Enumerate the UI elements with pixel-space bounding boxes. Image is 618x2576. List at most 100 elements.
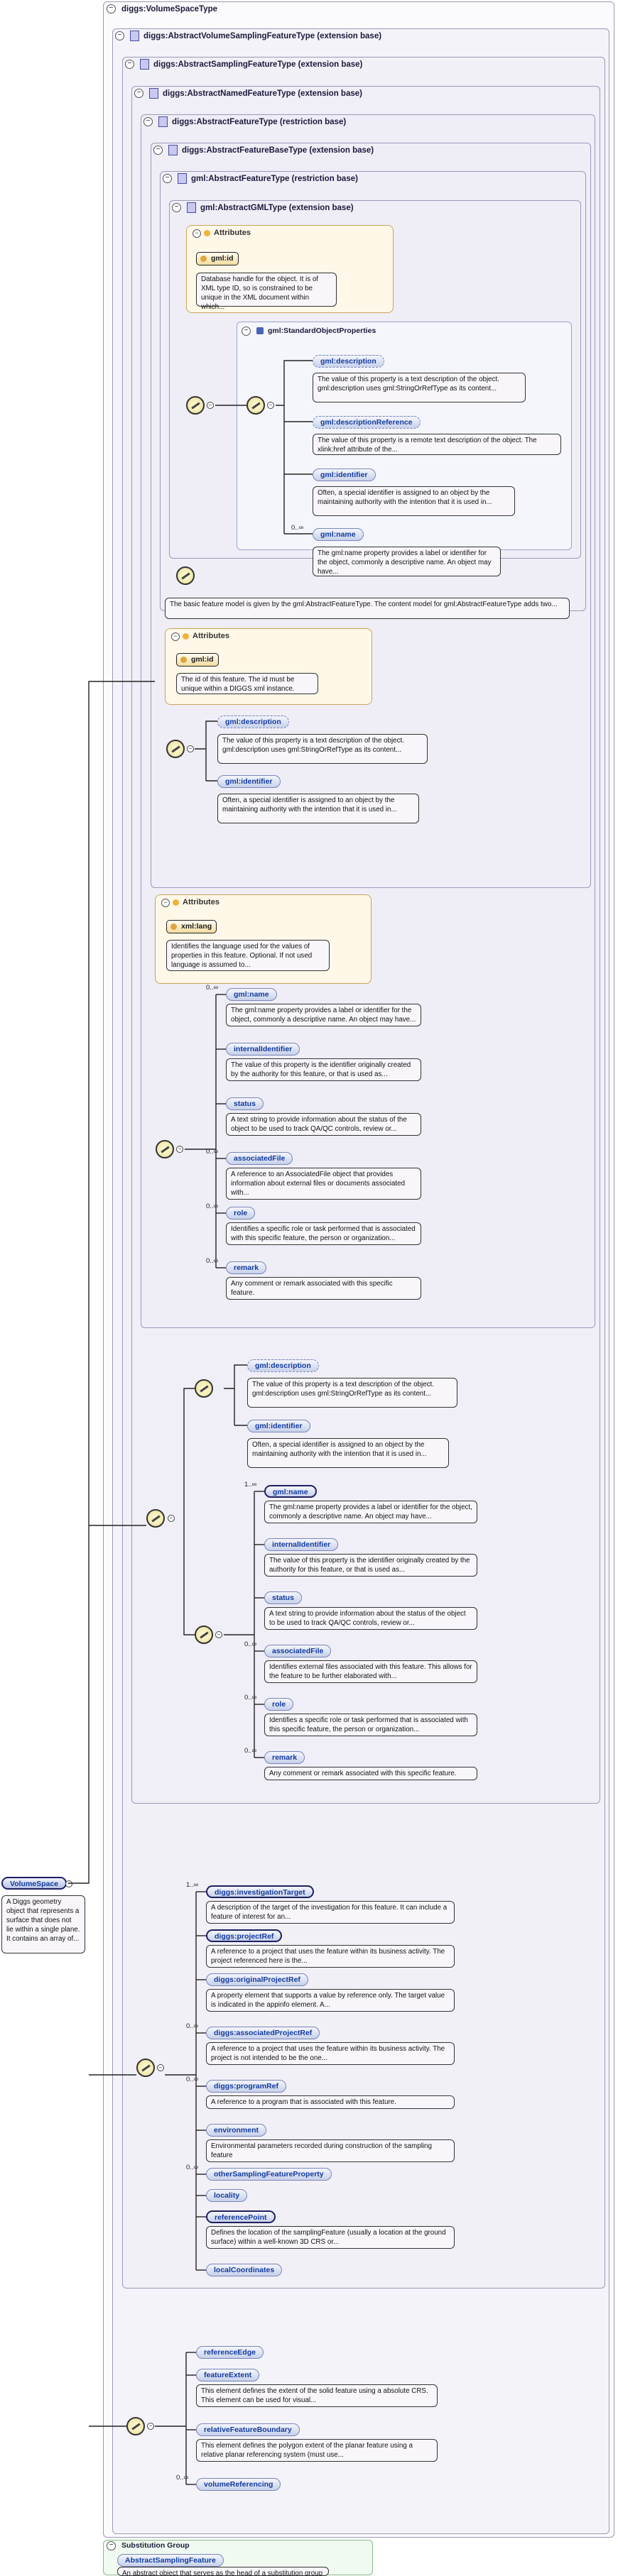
element-description: Identifies a specific role or task perfo… — [264, 1714, 477, 1736]
gml-feature-title[interactable]: −gml:AbstractFeatureType (restriction ba… — [163, 171, 358, 187]
named-gml-description[interactable]: gml:description — [247, 1359, 319, 1372]
collapse-icon[interactable]: − — [115, 31, 124, 41]
element-associatedfile[interactable]: associatedFile — [226, 1152, 293, 1165]
element-description: A reference to a project that uses the f… — [206, 1945, 455, 1968]
sampling-feature-title[interactable]: −diggs:AbstractSamplingFeatureType (exte… — [125, 57, 362, 72]
named-gml-description-desc: The value of this property is a text des… — [247, 1378, 457, 1408]
element-role[interactable]: role — [264, 1698, 294, 1711]
element-environment[interactable]: environment — [206, 2124, 267, 2137]
sequence-icon[interactable] — [166, 740, 185, 758]
element-role[interactable]: role — [226, 1207, 256, 1220]
gml-description-element[interactable]: gml:description — [313, 355, 384, 368]
named-gml-identifier[interactable]: gml:identifier — [247, 1420, 310, 1432]
element-description: This element defines the extent of the s… — [196, 2384, 438, 2407]
element-featureextent[interactable]: featureExtent — [196, 2369, 260, 2382]
sequence-icon[interactable] — [136, 2059, 155, 2077]
collapse-icon[interactable]: − — [163, 174, 172, 184]
collapse-icon[interactable]: − — [134, 89, 143, 99]
volume-sampling-title[interactable]: −diggs:AbstractVolumeSamplingFeatureType… — [115, 28, 381, 44]
element-localcoordinates[interactable]: localCoordinates — [206, 2264, 283, 2276]
collapse-icon[interactable]: − — [193, 229, 201, 238]
sequence-icon[interactable] — [186, 396, 205, 415]
sequence-icon[interactable] — [176, 566, 195, 585]
sequence-icon[interactable] — [126, 2417, 145, 2435]
element-diggs-projectref[interactable]: diggs:projectRef — [206, 1929, 283, 1942]
element-internalidentifier[interactable]: internalIdentifier — [264, 1538, 339, 1551]
multiplicity-label: 0..∞ — [206, 1148, 219, 1156]
element-referencepoint[interactable]: referencePoint — [206, 2210, 276, 2223]
element-description: The value of this property is the identi… — [264, 1554, 477, 1577]
element-locality[interactable]: locality — [206, 2189, 248, 2202]
expand-icon[interactable]: − — [215, 1631, 222, 1638]
collapse-icon[interactable]: − — [153, 146, 163, 155]
gml-name-element[interactable]: gml:name — [313, 528, 364, 541]
named-feature-title[interactable]: −diggs:AbstractNamedFeatureType (extensi… — [134, 86, 362, 102]
abstract-sampling-feature-element[interactable]: AbstractSamplingFeature — [117, 2554, 224, 2567]
sequence-icon[interactable] — [195, 1626, 213, 1644]
sequence-icon[interactable] — [246, 396, 265, 415]
element-relativefeatureboundary[interactable]: relativeFeatureBoundary — [196, 2423, 300, 2436]
collapse-icon[interactable]: − — [143, 117, 153, 127]
featurebase-gml-id-desc: The id of this feature. The id must be u… — [176, 673, 318, 694]
collapse-icon[interactable]: − — [125, 60, 134, 70]
element-diggs-investigationtarget[interactable]: diggs:investigationTarget — [206, 1885, 314, 1898]
featurebase-gml-id-attribute[interactable]: gml:id — [176, 653, 219, 667]
sequence-icon[interactable] — [146, 1509, 165, 1528]
multiplicity-label: 0..∞ — [206, 984, 219, 992]
feature-base-title[interactable]: −diggs:AbstractFeatureBaseType (extensio… — [153, 143, 374, 158]
gml-description-reference-element[interactable]: gml:descriptionReference — [313, 416, 421, 429]
multiplicity-label: 1..∞ — [244, 1481, 257, 1489]
expand-icon[interactable]: − — [176, 1146, 183, 1153]
expand-icon[interactable]: − — [168, 1515, 175, 1522]
element-description: A text string to provide information abo… — [264, 1607, 477, 1630]
featurebase-gml-identifier[interactable]: gml:identifier — [217, 775, 281, 788]
multiplicity-label: 0..∞ — [186, 2022, 199, 2030]
element-volumereferencing[interactable]: volumeReferencing — [196, 2478, 281, 2491]
collapse-icon[interactable]: − — [171, 632, 180, 641]
collapse-icon[interactable]: − — [107, 4, 116, 14]
type-icon — [168, 145, 178, 156]
attributes-icon — [183, 632, 189, 640]
expand-icon[interactable]: − — [187, 745, 194, 752]
sequence-icon[interactable] — [156, 1140, 174, 1158]
xml-lang-attribute[interactable]: xml:lang — [166, 920, 217, 933]
element-internalidentifier[interactable]: internalIdentifier — [226, 1043, 300, 1056]
volume-space-element[interactable]: VolumeSpace — [1, 1877, 67, 1890]
expand-icon[interactable]: − — [65, 1880, 72, 1887]
element-description: Any comment or remark associated with th… — [226, 1277, 421, 1300]
collapse-icon[interactable]: − — [172, 203, 181, 213]
featurebase-gml-description[interactable]: gml:description — [217, 716, 289, 728]
element-status[interactable]: status — [264, 1591, 302, 1604]
element-gml-name[interactable]: gml:name — [264, 1485, 317, 1498]
element-gml-name[interactable]: gml:name — [226, 988, 277, 1001]
collapse-icon[interactable]: − — [242, 326, 251, 336]
substitution-group-title[interactable]: −Substitution Group — [107, 2538, 190, 2553]
element-remark[interactable]: remark — [264, 1751, 305, 1764]
expand-icon[interactable]: − — [267, 402, 274, 409]
expand-icon[interactable]: − — [207, 402, 214, 409]
element-status[interactable]: status — [226, 1097, 264, 1110]
collapse-icon[interactable]: − — [161, 899, 170, 907]
element-associatedfile[interactable]: associatedFile — [264, 1645, 332, 1657]
element-remark[interactable]: remark — [226, 1261, 267, 1274]
root-type-label: diggs:VolumeSpaceType — [121, 5, 218, 13]
root-type-title[interactable]: −diggs:VolumeSpaceType — [107, 1, 217, 17]
element-diggs-programref[interactable]: diggs:programRef — [206, 2080, 287, 2093]
element-description: Identifies a specific role or task perfo… — [226, 1222, 421, 1245]
expand-icon[interactable]: − — [157, 2064, 164, 2071]
element-othersamplingfeatureproperty[interactable]: otherSamplingFeatureProperty — [206, 2168, 332, 2181]
element-diggs-originalprojectref[interactable]: diggs:originalProjectRef — [206, 1973, 308, 1986]
gml-id-attribute[interactable]: gml:id — [196, 252, 239, 265]
sequence-icon[interactable] — [195, 1379, 213, 1398]
feature-title[interactable]: −diggs:AbstractFeatureType (restriction … — [143, 114, 346, 130]
gml-identifier-element[interactable]: gml:identifier — [313, 468, 376, 481]
element-description: This element defines the polygon extent … — [196, 2439, 438, 2462]
element-referenceedge[interactable]: referenceEdge — [196, 2346, 264, 2359]
multiplicity-label: 0..∞ — [206, 1202, 219, 1210]
collapse-icon[interactable]: − — [107, 2541, 116, 2550]
element-diggs-associatedprojectref[interactable]: diggs:associatedProjectRef — [206, 2027, 320, 2039]
attributes-icon — [173, 899, 179, 906]
expand-icon[interactable]: − — [147, 2423, 154, 2430]
gml-abstract-title[interactable]: −gml:AbstractGMLType (extension base) — [172, 200, 354, 216]
standard-properties-title[interactable]: −gml:StandardObjectProperties — [242, 323, 376, 339]
